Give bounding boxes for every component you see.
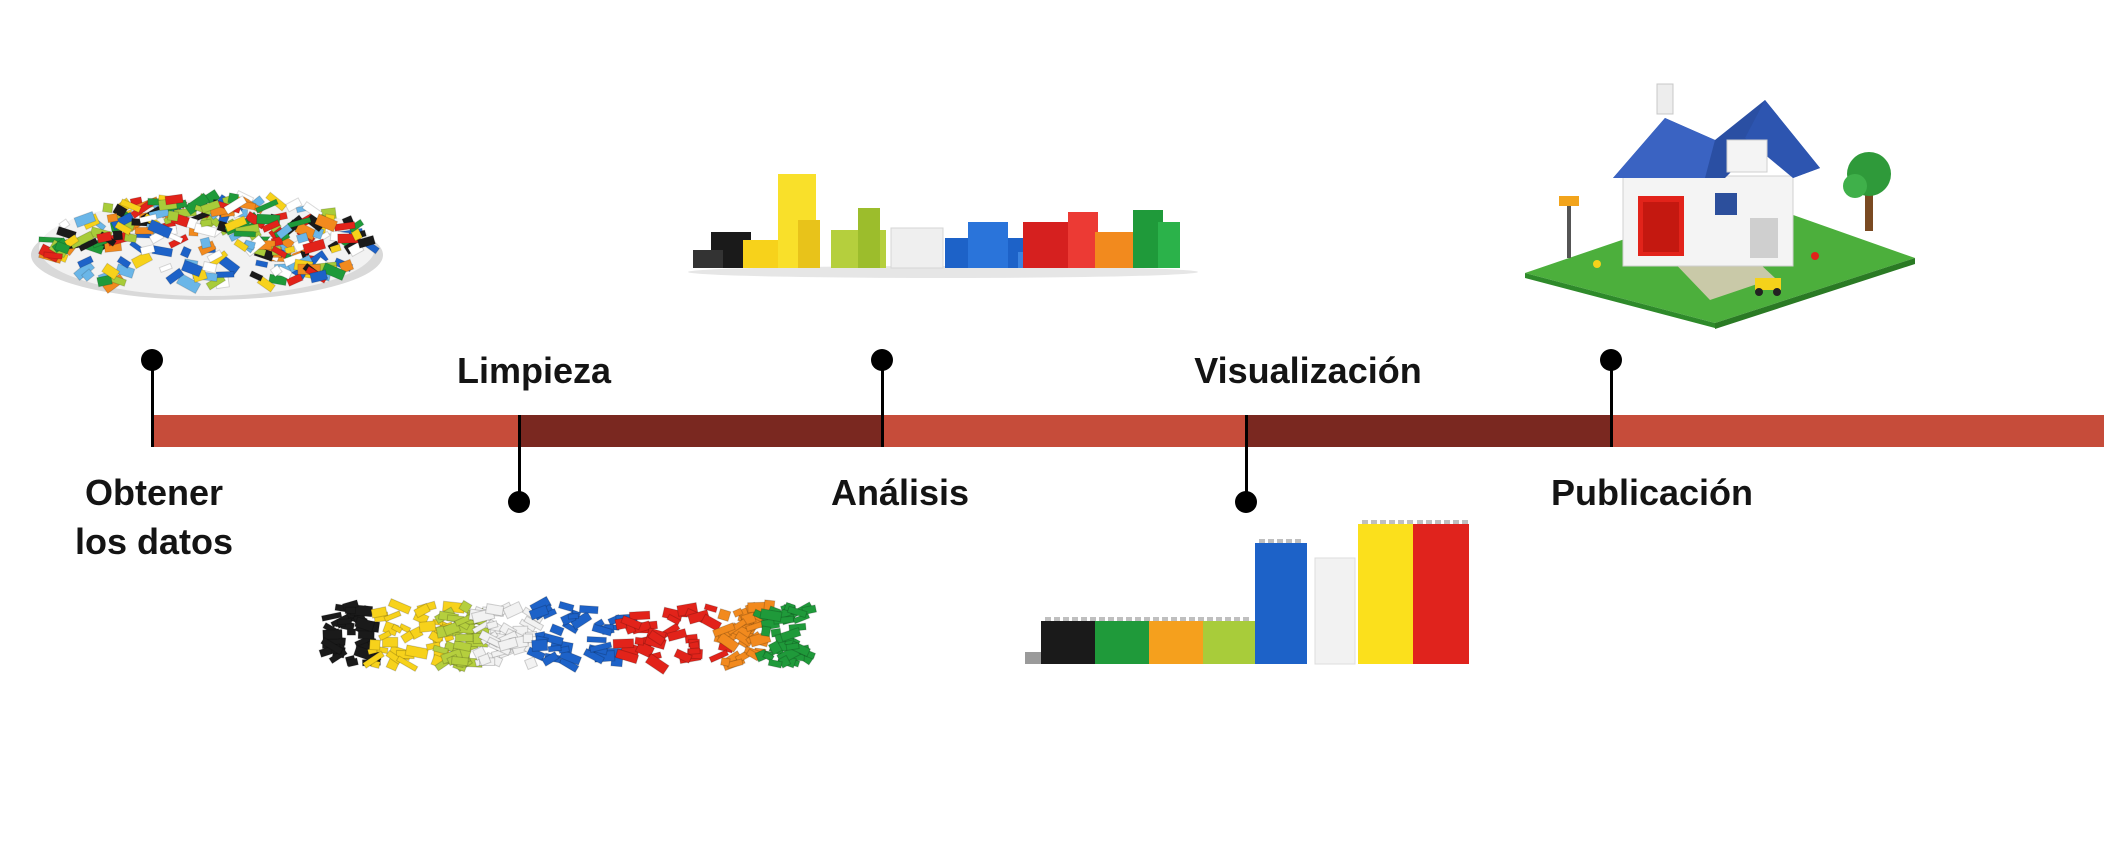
- marker-stem-obtener: [151, 360, 154, 447]
- timeline-band-5: [1611, 415, 2104, 447]
- marker-dot-visualizacion: [1235, 491, 1257, 513]
- marker-dot-obtener: [141, 349, 163, 371]
- lego-pile-image: [31, 188, 383, 300]
- stage-label-analisis: Análisis: [830, 472, 970, 513]
- lego-house-image: [1525, 83, 1915, 329]
- stage-label-obtener: Obtener los datos: [74, 472, 234, 562]
- timeline-band-3: [882, 415, 1246, 447]
- lego-bar-chart-image: [1025, 520, 1469, 665]
- marker-dot-limpieza: [508, 491, 530, 513]
- stage-label-visualizacion: Visualización: [1194, 350, 1422, 391]
- lego-sorted-groups-image: [318, 595, 818, 675]
- marker-dot-analisis: [871, 349, 893, 371]
- marker-stem-analisis: [881, 360, 884, 447]
- timeline-band-1: [152, 415, 519, 447]
- marker-dot-publicacion: [1600, 349, 1622, 371]
- marker-stem-limpieza: [518, 415, 521, 502]
- lego-stacked-colors-image: [688, 174, 1198, 278]
- timeline-band-2: [519, 415, 882, 447]
- stage-label-publicacion: Publicación: [1550, 472, 1754, 513]
- marker-stem-visualizacion: [1245, 415, 1248, 502]
- stage-label-limpieza: Limpieza: [456, 350, 612, 391]
- marker-stem-publicacion: [1610, 360, 1613, 447]
- timeline-band-4: [1246, 415, 1611, 447]
